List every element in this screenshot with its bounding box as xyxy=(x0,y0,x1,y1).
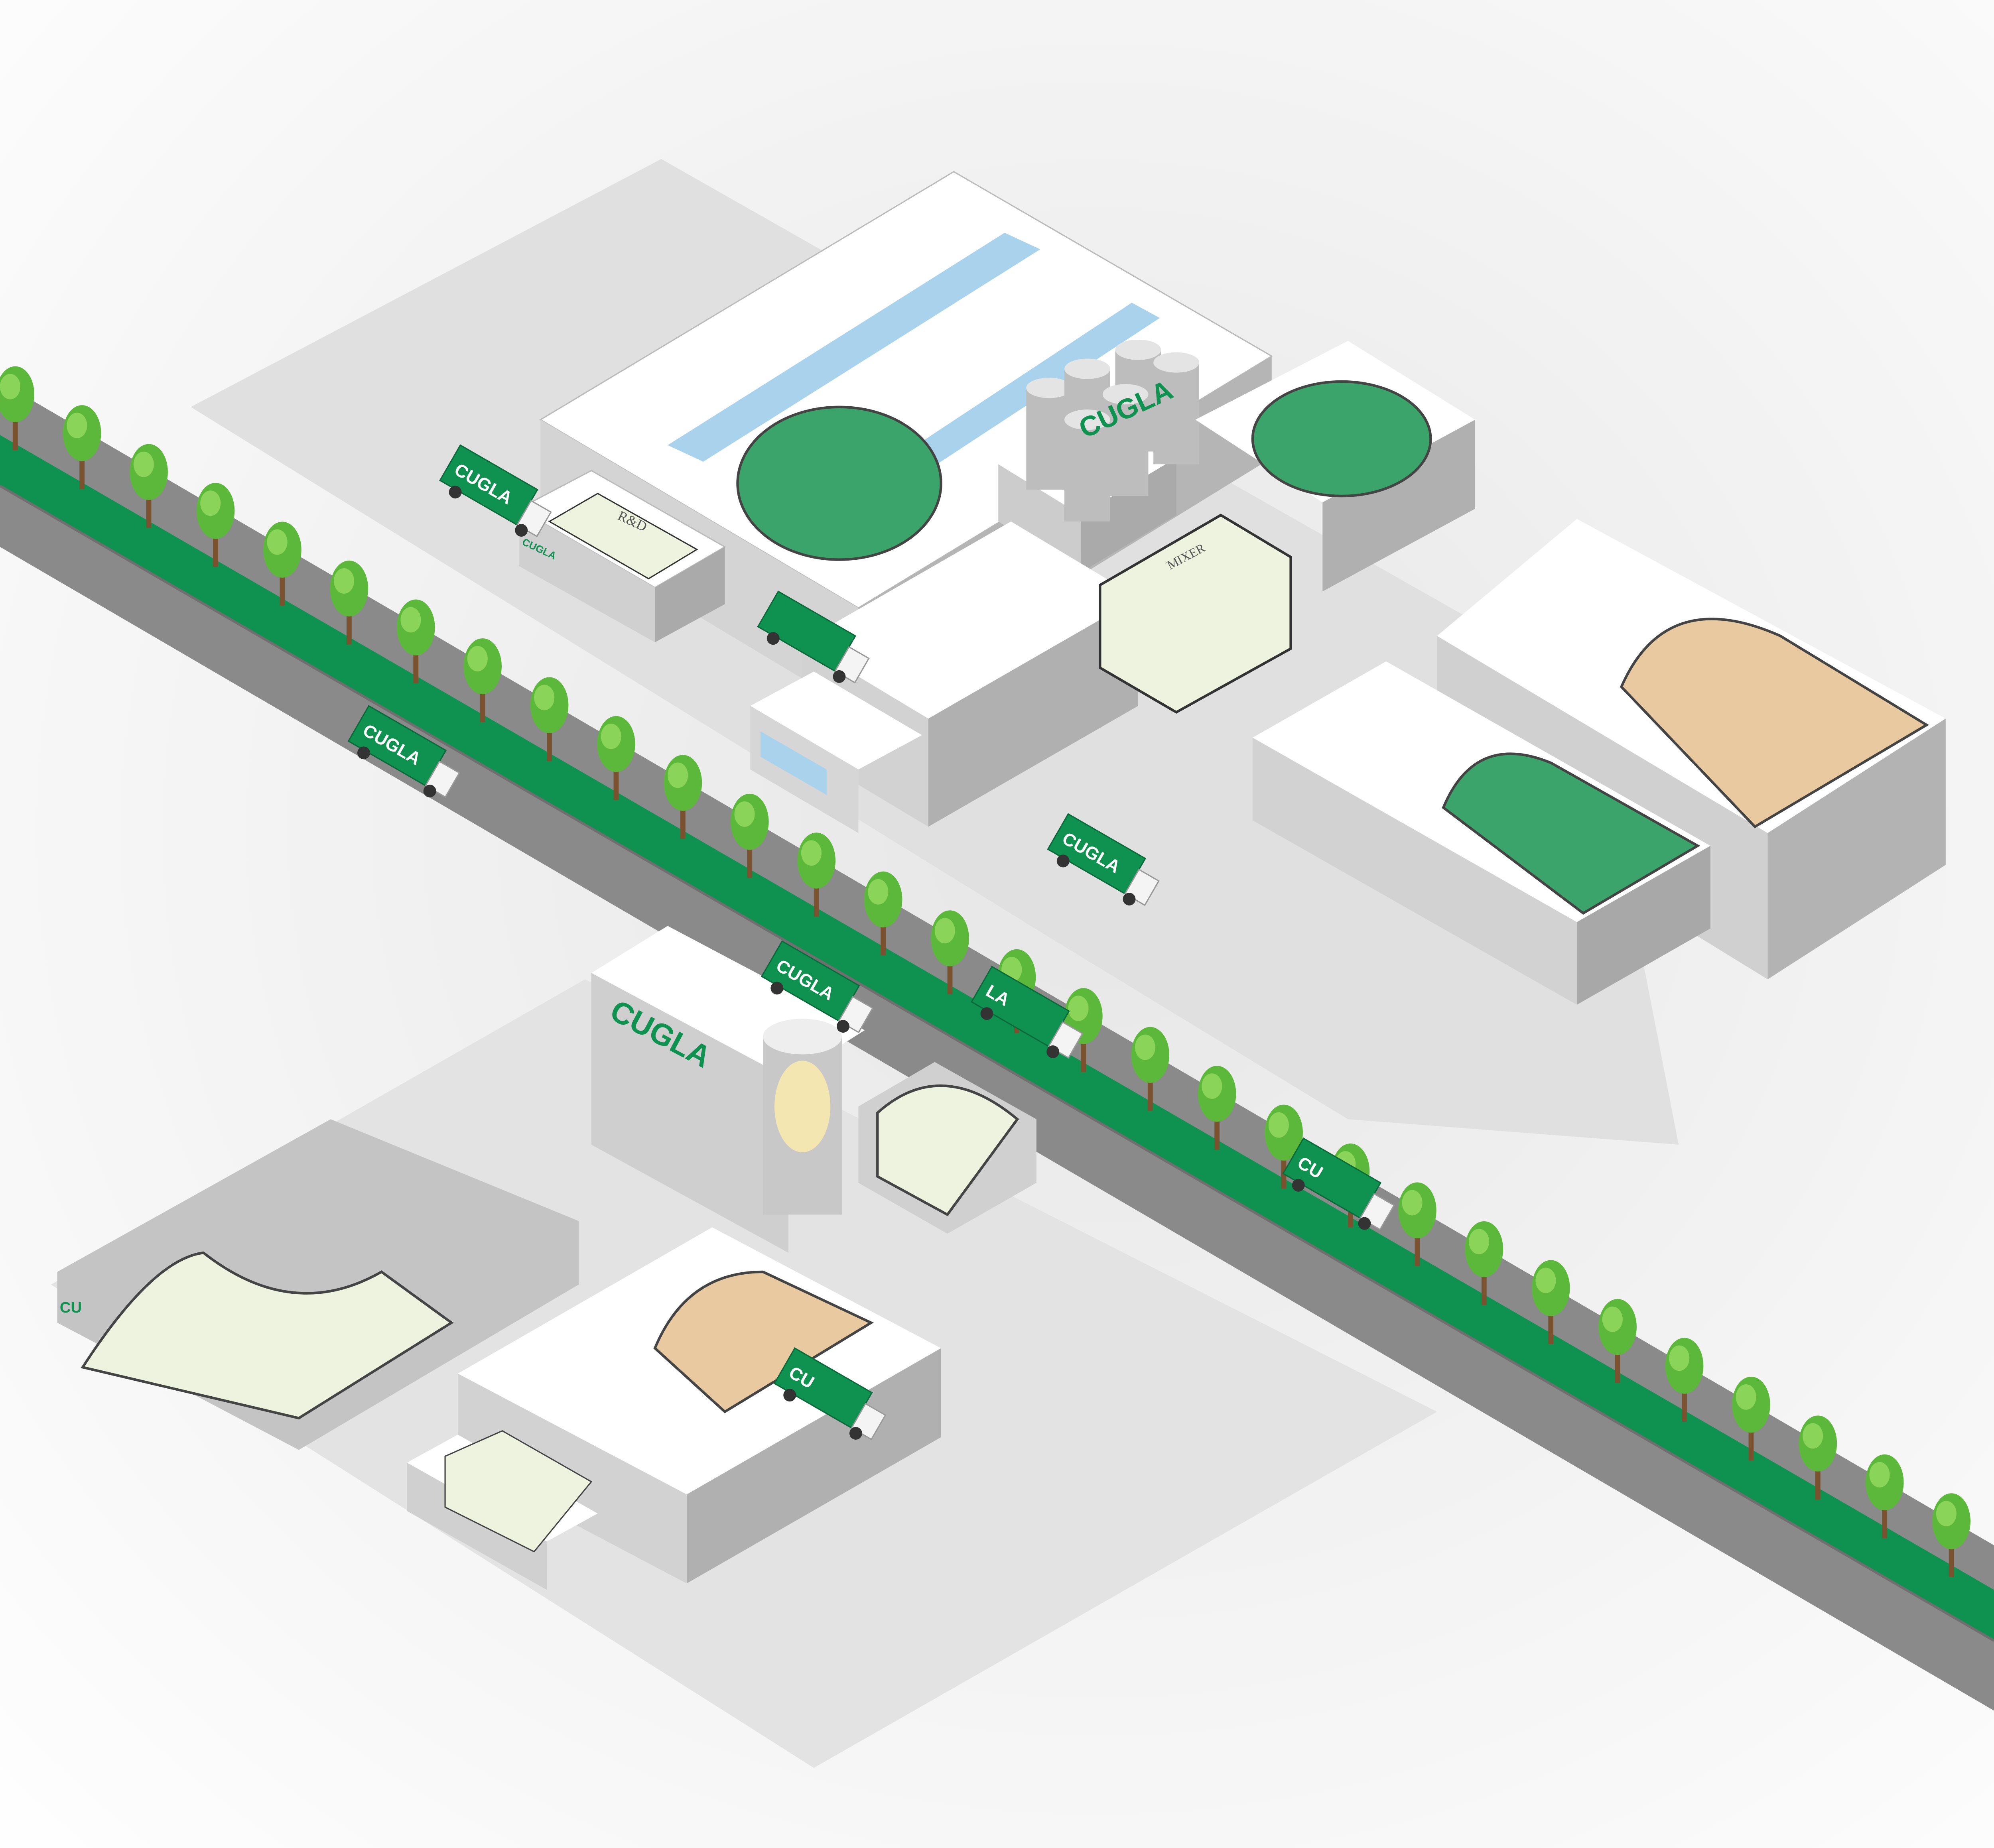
tree xyxy=(1198,1066,1236,1150)
tree xyxy=(396,599,435,684)
packaging-building xyxy=(750,521,1138,833)
silos: CUGLA xyxy=(998,339,1200,573)
tree xyxy=(1932,1493,1971,1577)
warehouse-east-upper xyxy=(1195,340,1475,592)
tree xyxy=(1465,1221,1503,1305)
silo xyxy=(1064,409,1110,522)
tree xyxy=(1799,1415,1837,1500)
south-lab-building: CU xyxy=(57,1119,579,1450)
skylight xyxy=(668,232,1040,462)
tree xyxy=(0,366,35,451)
tree xyxy=(530,677,569,761)
tree xyxy=(931,910,969,994)
green-median xyxy=(0,435,1994,1641)
tree xyxy=(263,522,301,606)
delivery-truck: CU xyxy=(1282,1137,1395,1230)
tree xyxy=(1265,1104,1303,1189)
tree xyxy=(664,755,702,839)
tree xyxy=(1598,1299,1637,1383)
tree-row xyxy=(0,366,1971,1577)
tree xyxy=(1665,1338,1704,1422)
warehouse-east-shelving xyxy=(1252,661,1710,1005)
delivery-truck: CU xyxy=(773,1347,887,1441)
silo xyxy=(1153,352,1200,464)
tree xyxy=(730,793,769,878)
tree xyxy=(463,638,502,722)
tree xyxy=(63,405,101,489)
tree xyxy=(1131,1027,1170,1111)
delivery-truck: LA xyxy=(971,966,1084,1059)
tree xyxy=(1531,1260,1570,1344)
tree xyxy=(864,871,902,956)
tree xyxy=(1865,1454,1904,1539)
lab-logo: CU xyxy=(60,1299,82,1316)
mixer-room: MIXER xyxy=(1099,514,1292,714)
delivery-truck xyxy=(757,590,870,684)
tree xyxy=(1398,1182,1436,1267)
tree xyxy=(330,561,368,645)
tree xyxy=(130,444,168,528)
tree xyxy=(597,716,635,800)
road xyxy=(0,381,1994,1711)
rnd-building: R&D CUGLA xyxy=(517,470,726,642)
tree xyxy=(797,832,836,917)
south-tower: CUGLA xyxy=(591,926,865,1253)
warehouse-cutaway xyxy=(736,405,942,561)
office-building xyxy=(858,1062,1036,1234)
meeting-room-building xyxy=(407,1430,598,1590)
tree xyxy=(196,483,235,567)
tree xyxy=(1732,1376,1770,1461)
